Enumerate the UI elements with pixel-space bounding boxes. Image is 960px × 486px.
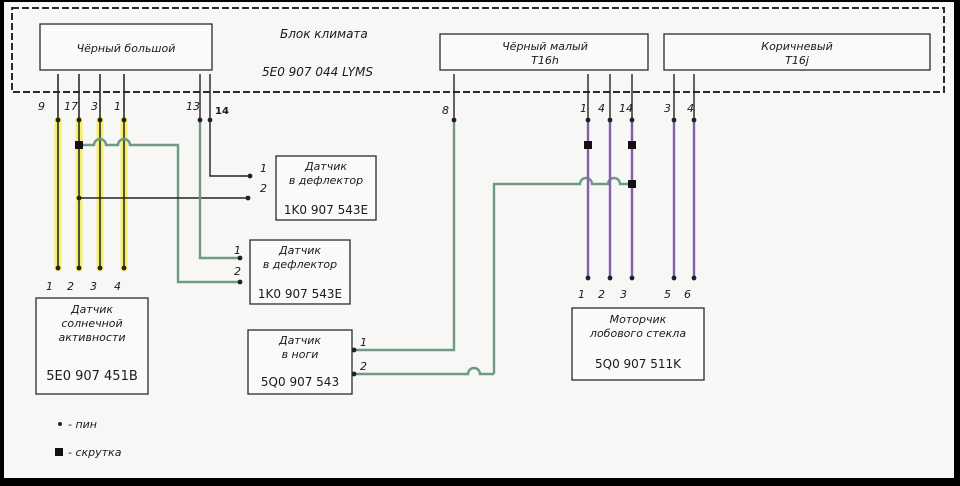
sensor-sun-subtitle: солнечной bbox=[61, 317, 122, 330]
motor-pin: 1 bbox=[578, 288, 585, 301]
motor-code: 5Q0 907 511K bbox=[595, 357, 682, 371]
legend: - пин - скрутка bbox=[55, 418, 122, 459]
connector-black-small-label: Чёрный малый bbox=[502, 40, 588, 53]
connector-black-big-label: Чёрный большой bbox=[77, 42, 176, 55]
sensor-deflector-1-title: Датчик bbox=[304, 160, 347, 173]
connector-brown bbox=[663, 33, 931, 71]
motor-pin: 6 bbox=[684, 288, 691, 301]
pin-label-big: 17 bbox=[64, 100, 78, 113]
connector-black-small bbox=[439, 33, 649, 71]
pin-label-big: 3 bbox=[91, 100, 98, 113]
motor-box bbox=[571, 307, 705, 381]
sensor-deflector-2-pin: 1 bbox=[234, 244, 241, 257]
sensor-feet-pin: 2 bbox=[360, 360, 367, 373]
pin-label-small: 4 bbox=[598, 102, 605, 115]
sensor-feet-pin: 1 bbox=[360, 336, 367, 349]
legend-pin-label: - пин bbox=[68, 418, 97, 431]
sensor-feet-code: 5Q0 907 543 bbox=[261, 375, 339, 389]
sensor-sun-title: Датчик bbox=[70, 303, 113, 316]
sensor-deflector-1-pin: 2 bbox=[260, 182, 267, 195]
sensor-sun-pin: 2 bbox=[67, 280, 74, 293]
sensor-sun-pin: 3 bbox=[90, 280, 97, 293]
pin-label-brown: 3 bbox=[664, 102, 671, 115]
sensor-sun-pin: 1 bbox=[46, 280, 53, 293]
climate-unit-title: Блок климата bbox=[280, 27, 368, 41]
sensor-sun-subtitle2: активности bbox=[59, 331, 126, 344]
legend-splice-label: - скрутка bbox=[68, 446, 122, 459]
sensor-deflector-1-pin: 1 bbox=[260, 162, 267, 175]
pin-label-brown: 4 bbox=[687, 102, 694, 115]
motor-subtitle: лобового стекла bbox=[589, 327, 686, 340]
sensor-feet-box bbox=[247, 329, 353, 395]
sensor-sun-pin: 4 bbox=[114, 280, 121, 293]
connector-brown-sub: T16j bbox=[785, 54, 810, 67]
sensor-deflector-1-code: 1K0 907 543E bbox=[284, 203, 368, 217]
sensor-sun-box bbox=[35, 297, 149, 395]
pin-dots-sun bbox=[55, 117, 127, 271]
sensor-deflector-2-box bbox=[249, 239, 351, 305]
pin-label-small: 1 bbox=[580, 102, 587, 115]
motor-title: Моторчик bbox=[610, 313, 667, 326]
motor-pin: 2 bbox=[598, 288, 605, 301]
sensor-deflector-1-subtitle: в дефлектор bbox=[289, 174, 363, 187]
pin-label-big: 9 bbox=[38, 100, 45, 113]
connector-brown-label: Коричневый bbox=[761, 40, 832, 53]
climate-unit-code: 5E0 907 044 LYMS bbox=[262, 65, 373, 79]
pin-label-big: 14 bbox=[215, 106, 229, 117]
connector-black-small-sub: T16h bbox=[531, 54, 559, 67]
motor-pin: 5 bbox=[664, 288, 671, 301]
sensor-deflector-1-box bbox=[275, 155, 377, 221]
legend-splice-icon bbox=[55, 448, 63, 456]
paper-background bbox=[4, 2, 954, 478]
legend-pin-icon bbox=[58, 422, 62, 426]
sensor-deflector-2-code: 1K0 907 543E bbox=[258, 287, 342, 301]
connector-black-big bbox=[39, 23, 213, 71]
climate-unit-frame bbox=[11, 7, 945, 93]
sensor-deflector-2-subtitle: в дефлектор bbox=[263, 258, 337, 271]
sensor-deflector-2-title: Датчик bbox=[278, 244, 321, 257]
sensor-feet-subtitle: в ноги bbox=[282, 348, 319, 361]
pin-label-big: 1 bbox=[114, 100, 121, 113]
sensor-feet-title: Датчик bbox=[278, 334, 321, 347]
violet-wires bbox=[584, 74, 697, 281]
motor-pin: 3 bbox=[620, 288, 627, 301]
green-wires-feet bbox=[354, 74, 632, 376]
pin-label-big: 13 bbox=[186, 100, 200, 113]
pin-label-small: 8 bbox=[442, 104, 449, 117]
green-wires-left bbox=[75, 74, 250, 284]
sensor-sun-code: 5E0 907 451B bbox=[46, 369, 138, 384]
sensor-deflector-2-pin: 2 bbox=[234, 265, 241, 278]
pin-label-small: 14 bbox=[619, 102, 633, 115]
